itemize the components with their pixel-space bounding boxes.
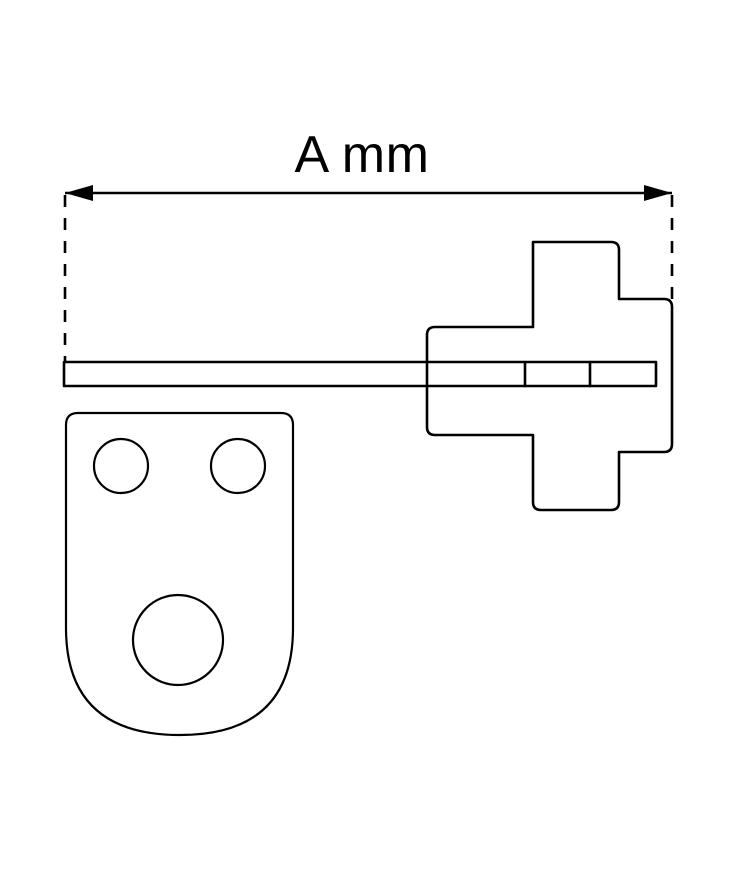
dimension-label-a-mm: A mm <box>295 126 430 184</box>
dimension-arrow-left-icon <box>65 185 93 201</box>
cross-shaped-head <box>425 240 674 512</box>
dimension-arrow-right-icon <box>644 185 672 201</box>
upper-right-hole <box>209 437 267 495</box>
large-center-hole <box>131 593 225 687</box>
bracket-plate <box>64 411 295 737</box>
shaft-bar <box>62 360 658 388</box>
upper-left-hole <box>92 437 150 495</box>
